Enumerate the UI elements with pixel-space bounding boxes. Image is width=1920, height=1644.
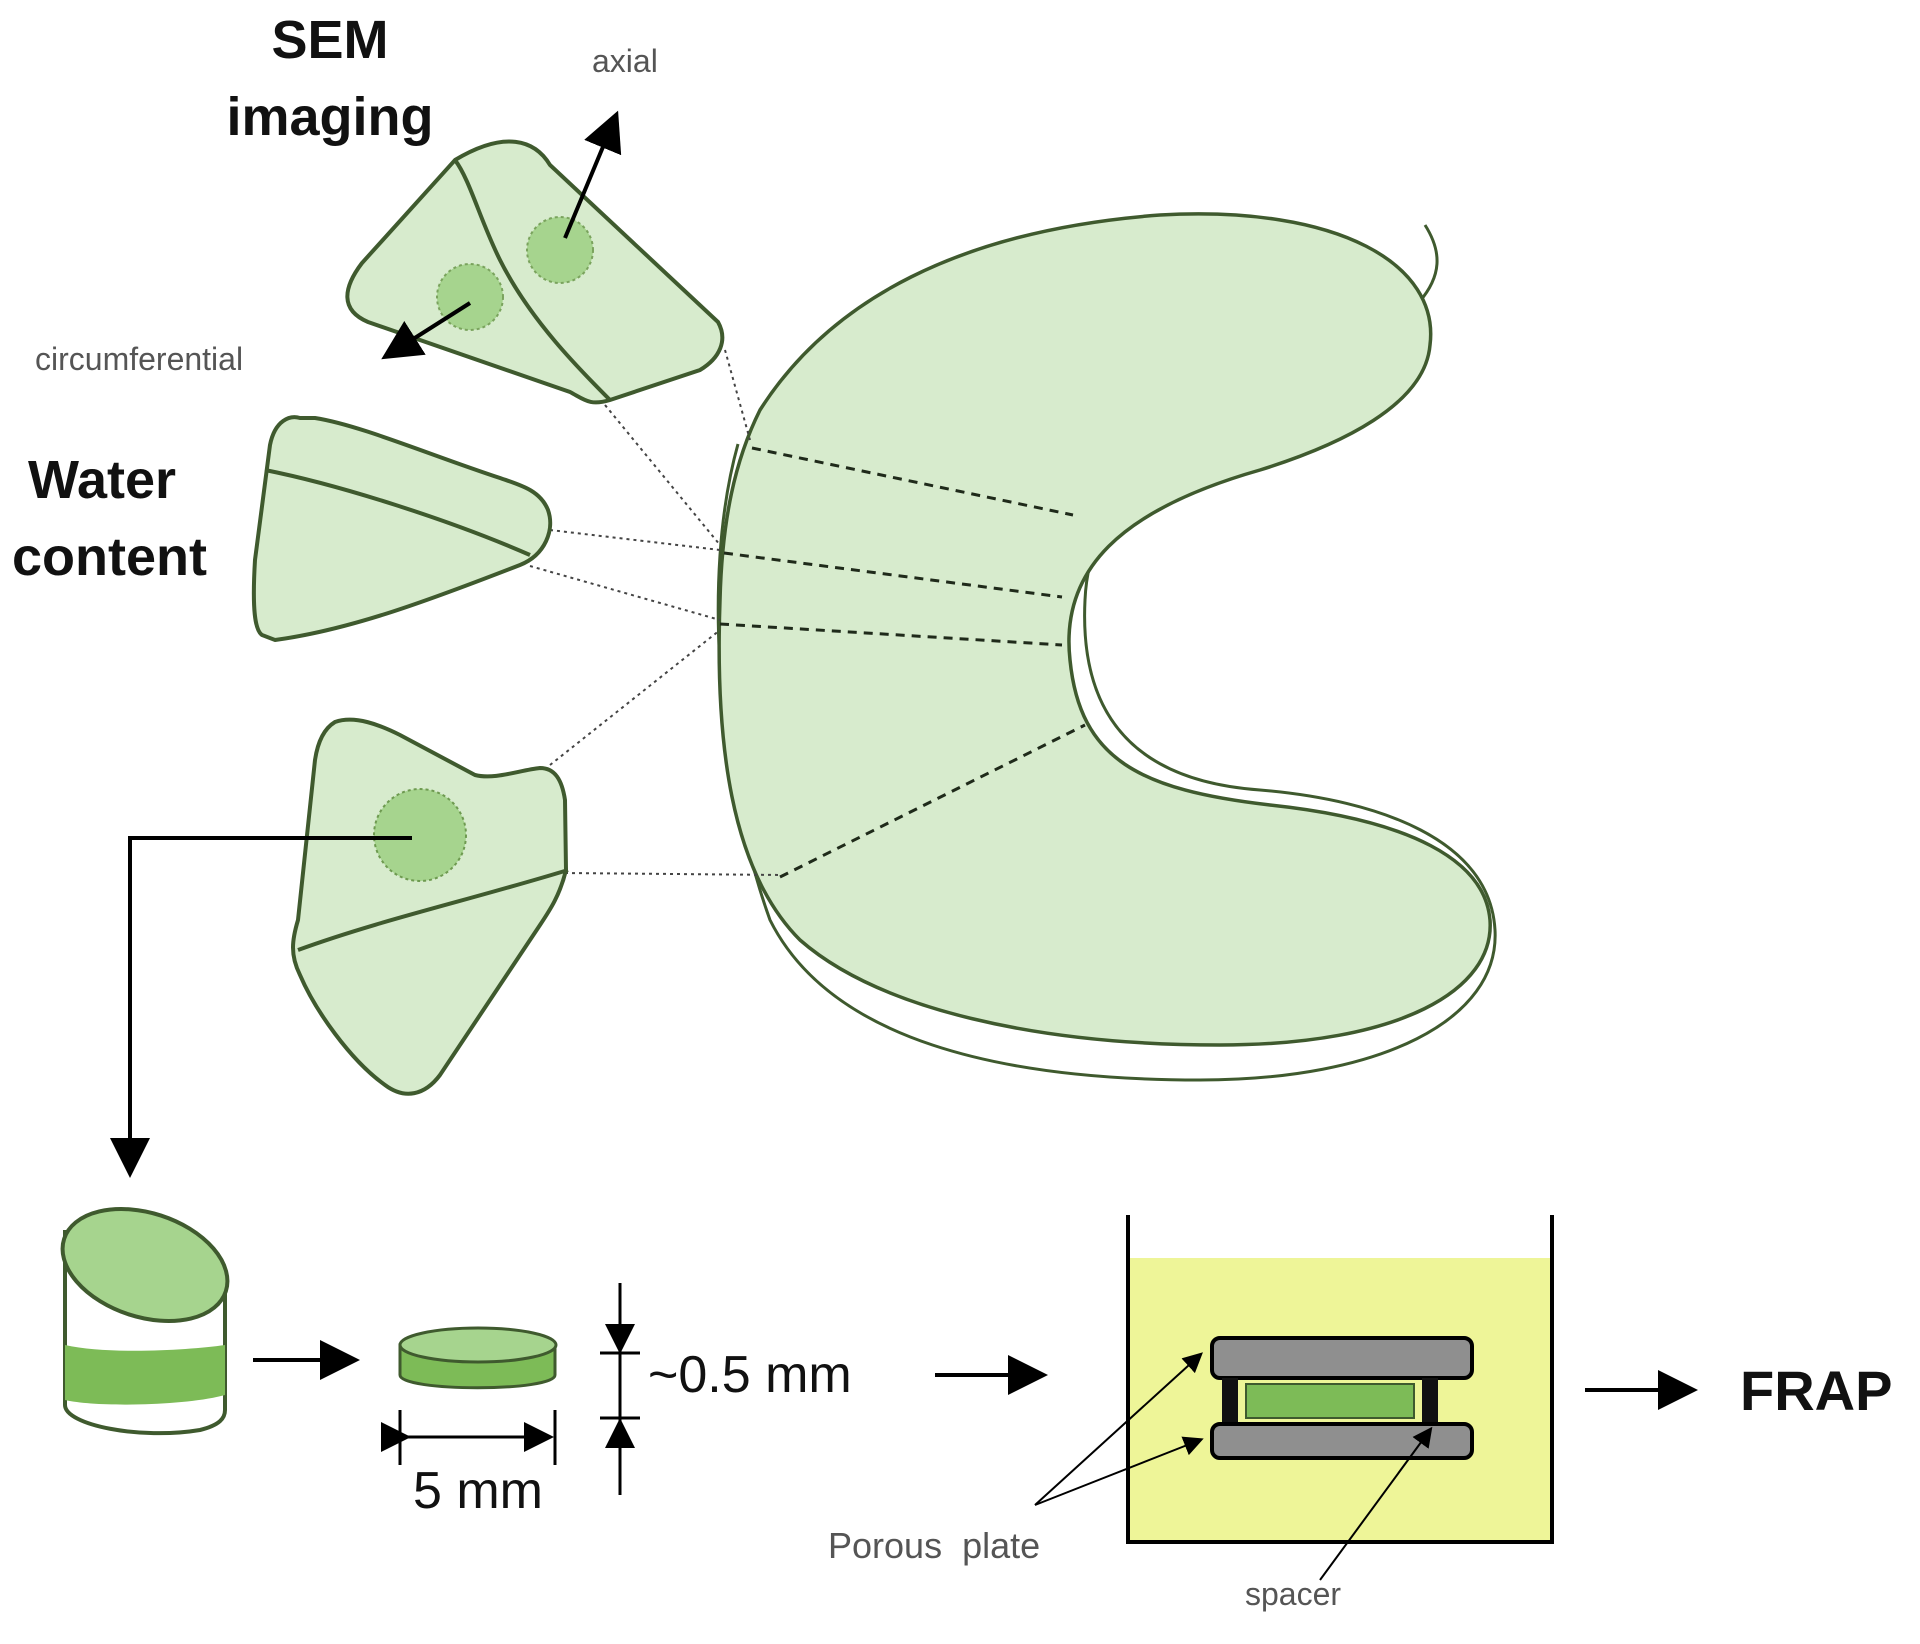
- thickness-label: ~0.5 mm: [648, 1346, 852, 1404]
- spacer-pointer: [1319, 1426, 1433, 1581]
- spacer-right: [1422, 1378, 1438, 1424]
- sem-wedge-fold: [453, 158, 612, 402]
- meniscus-top-face: [717, 212, 1492, 1047]
- chamber-disc-sample: [1245, 1383, 1415, 1419]
- cylinder-green-band: [65, 1345, 225, 1405]
- section-guide-lines: [529, 349, 783, 876]
- frap-wedge-body: [291, 717, 569, 1096]
- spacer-label: spacer: [1245, 1576, 1341, 1612]
- porous-plate-label: Porous plate: [828, 1525, 1040, 1566]
- porous-plate-top: [1210, 1336, 1474, 1380]
- porous-plate-pointer-bottom: [1034, 1436, 1204, 1506]
- porous-plate-pointer-top: [1034, 1352, 1203, 1506]
- circumferential-direction-arrow: [381, 301, 472, 360]
- frap-punch-site: [373, 788, 467, 882]
- water-wedge-fold: [264, 468, 531, 557]
- sem-sample-circumferential: [436, 263, 504, 331]
- water-content-wedge: [251, 415, 553, 643]
- porous-plate-bottom: [1210, 1422, 1474, 1460]
- axial-label: axial: [592, 43, 658, 79]
- water-label-line2: content: [12, 527, 207, 587]
- water-label-line1: Water: [28, 450, 176, 510]
- sem-label-line1: SEM: [271, 10, 388, 70]
- diameter-label: 5 mm: [413, 1462, 543, 1520]
- disc-sample: [398, 1326, 558, 1390]
- frap-wedge: [110, 717, 569, 1178]
- sem-label-line2: imaging: [226, 87, 433, 147]
- circumferential-label: circumferential: [35, 341, 243, 377]
- thickness-dimension: [600, 1283, 640, 1495]
- bath-chamber: [1034, 1215, 1554, 1581]
- sem-sample-axial: [526, 216, 594, 284]
- chamber-walls: [1126, 1215, 1554, 1544]
- water-wedge-body: [251, 415, 553, 643]
- section-cut-lines: [719, 446, 1086, 879]
- punch-arrow: [110, 836, 412, 1178]
- disc-top: [398, 1326, 558, 1364]
- sem-imaging-wedge: [345, 110, 725, 405]
- axial-direction-arrow: [563, 110, 622, 239]
- cylinder-plug: [60, 1207, 230, 1436]
- cylinder-top-face: [60, 1207, 230, 1323]
- frap-wedge-fold: [297, 868, 569, 952]
- meniscus: [716, 212, 1497, 1082]
- frap-label: FRAP: [1740, 1359, 1892, 1422]
- spacer-left: [1222, 1378, 1238, 1424]
- diameter-dimension: [381, 1410, 557, 1465]
